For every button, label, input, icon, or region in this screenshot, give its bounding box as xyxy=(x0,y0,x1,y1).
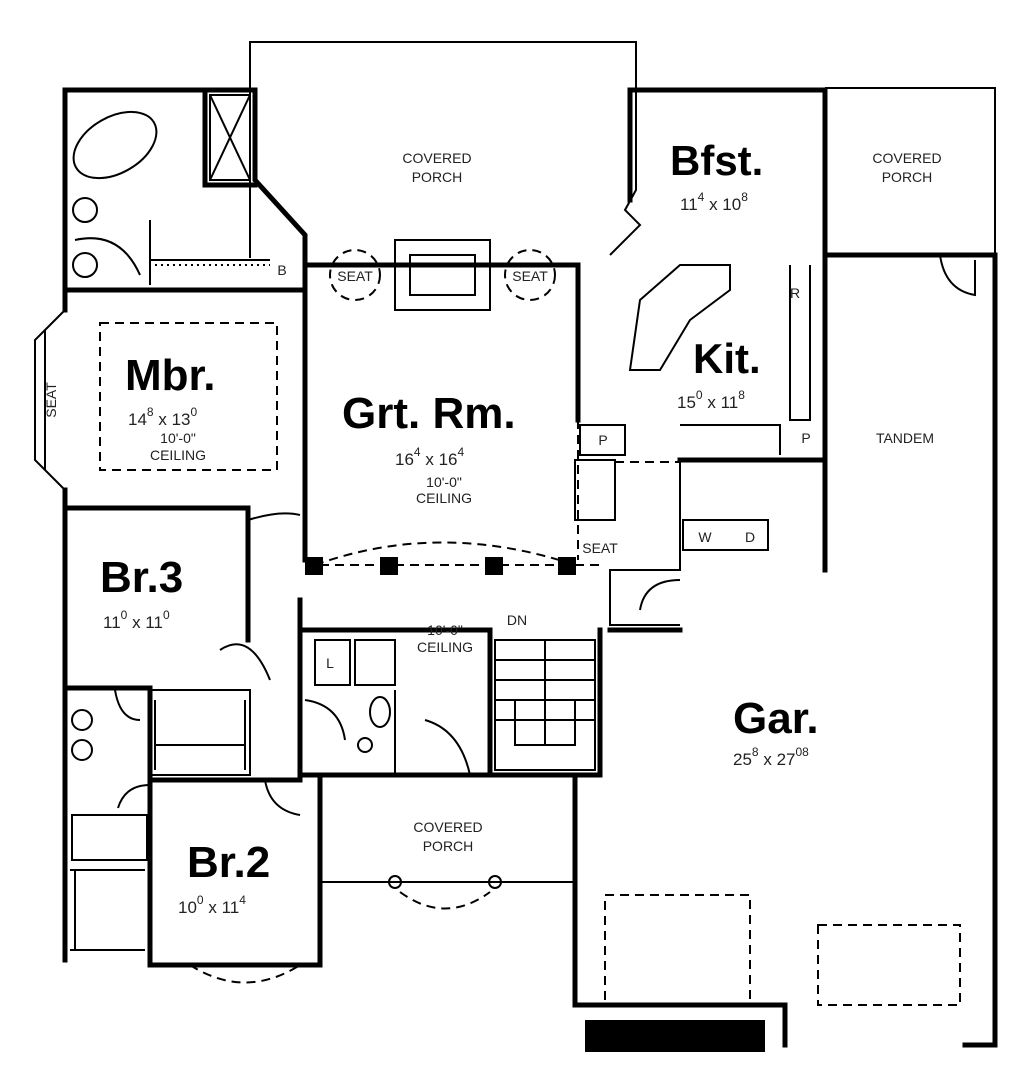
bfst-label: Bfst. xyxy=(670,137,763,184)
top-porch-label-2: PORCH xyxy=(412,169,463,185)
kit-dimensions: 150 x 118 xyxy=(677,388,745,412)
mbr-label: Mbr. xyxy=(125,351,215,400)
bfst-dimensions: 114 x 108 xyxy=(680,190,748,214)
bedroom-walls xyxy=(62,505,603,984)
br3-label: Br.3 xyxy=(100,553,183,602)
grt-rm-ceiling-label: CEILING xyxy=(416,490,472,506)
gar-dimensions: 258 x 2708 xyxy=(733,745,809,769)
grt-rm-ceiling-height: 10'-0" xyxy=(426,474,462,490)
great-room-walls xyxy=(302,239,600,575)
stairs-down-label: DN xyxy=(507,612,527,628)
washer-label: W xyxy=(698,529,712,545)
seat-label-bay: SEAT xyxy=(43,382,59,418)
front-porch-label-1: COVERED xyxy=(413,819,482,835)
grt-rm-dimensions: 164 x 164 xyxy=(395,445,464,469)
linen-label: L xyxy=(326,655,334,671)
driveway-marker xyxy=(585,1020,765,1052)
br2-label: Br.2 xyxy=(187,838,270,887)
hall-ceiling-label: CEILING xyxy=(417,639,473,655)
seat-label-hall: SEAT xyxy=(582,540,618,556)
dryer-label: D xyxy=(745,529,755,545)
top-porch-label-1: COVERED xyxy=(402,150,471,166)
bench-label: B xyxy=(277,262,286,278)
master-suite-walls xyxy=(34,87,308,963)
pantry-label-kitchen: P xyxy=(801,430,810,446)
kit-label: Kit. xyxy=(693,335,761,382)
mbr-ceiling-label: CEILING xyxy=(150,447,206,463)
front-covered-porch xyxy=(320,875,575,910)
gar-label: Gar. xyxy=(733,694,819,743)
kitchen-walls xyxy=(574,87,828,633)
refrigerator-label: R xyxy=(790,285,800,301)
hall-ceiling-height: 10'-0" xyxy=(427,622,463,638)
right-porch-label-1: COVERED xyxy=(872,150,941,166)
pantry-label: P xyxy=(598,432,607,448)
stairs-and-bath xyxy=(304,639,596,776)
right-covered-porch xyxy=(825,87,996,255)
mbr-ceiling-outline xyxy=(99,322,278,471)
br2-dimensions: 100 x 114 xyxy=(178,893,246,917)
seat-label-right: SEAT xyxy=(512,268,548,284)
right-porch-label-2: PORCH xyxy=(882,169,933,185)
mbr-dimensions: 148 x 130 xyxy=(128,405,197,429)
tandem-label: TANDEM xyxy=(876,430,934,446)
seat-label-left: SEAT xyxy=(337,268,373,284)
br3-dimensions: 110 x 110 xyxy=(103,608,170,632)
front-porch-label-2: PORCH xyxy=(423,838,474,854)
garage-walls xyxy=(572,252,998,1048)
mbr-ceiling-height: 10'-0" xyxy=(160,430,196,446)
grt-rm-label: Grt. Rm. xyxy=(342,389,516,438)
